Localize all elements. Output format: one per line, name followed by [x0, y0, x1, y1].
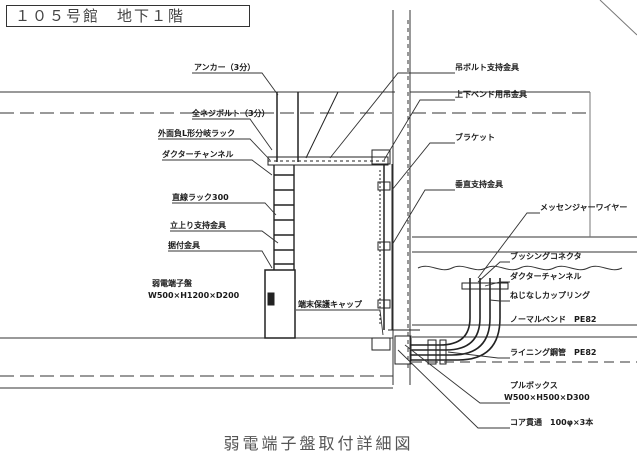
callout-labels: アンカー（3分） 全ネジボルト（3分） 外面負L形分岐ラック ダクターチャンネル… — [148, 62, 627, 427]
label-lining-pipe: ライニング鋼管 PE82 — [510, 347, 596, 357]
label-duct-channel-right: ダクターチャンネル — [510, 271, 581, 281]
label-bolt: 全ネジボルト（3分） — [191, 108, 270, 118]
label-normal-bend: ノーマルベンド PE82 — [510, 315, 596, 324]
label-anchor: アンカー（3分） — [194, 62, 255, 72]
label-core: コア貫通 100φ×3本 — [510, 417, 593, 427]
label-rack-300: 直線ラック300 — [172, 192, 229, 202]
location-header: １０５号館 地下１階 — [6, 5, 250, 27]
label-fixing: 据付金具 — [168, 240, 200, 250]
label-pull-box-size: W500×H500×D300 — [504, 393, 590, 402]
label-vertical-support: 垂直支持金具 — [455, 179, 503, 189]
ladder-rack — [273, 165, 295, 270]
label-coupling: ねじなしカップリング — [510, 290, 590, 300]
label-riser-support: 立上り支持金具 — [170, 220, 226, 230]
label-panel-size: W500×H1200×D200 — [148, 291, 240, 300]
support-assembly — [267, 91, 393, 330]
drawing-title: 弱電端子盤取付詳細図 — [223, 434, 414, 453]
label-hanger: 吊ボルト支持金具 — [455, 62, 519, 72]
label-pull-box: プルボックス — [510, 380, 558, 390]
conduit-bends — [394, 278, 509, 365]
label-l-rack: 外面負L形分岐ラック — [158, 128, 235, 138]
label-end-cap: 端末保護キャップ — [298, 299, 363, 309]
label-bend-hanger: 上下ベンド用吊金具 — [455, 89, 527, 99]
label-bracket: ブラケット — [455, 132, 495, 142]
label-panel-name: 弱電端子盤 — [152, 278, 193, 288]
label-bushing: ブッシングコネクタ — [510, 251, 582, 261]
label-duct-channel-left: ダクターチャンネル — [162, 149, 233, 159]
terminal-panel — [264, 269, 296, 339]
label-messenger: メッセンジャーワイヤー — [540, 203, 627, 212]
leader-lines — [158, 72, 540, 429]
end-cap-assembly — [371, 329, 420, 351]
building-structure — [0, 0, 637, 389]
